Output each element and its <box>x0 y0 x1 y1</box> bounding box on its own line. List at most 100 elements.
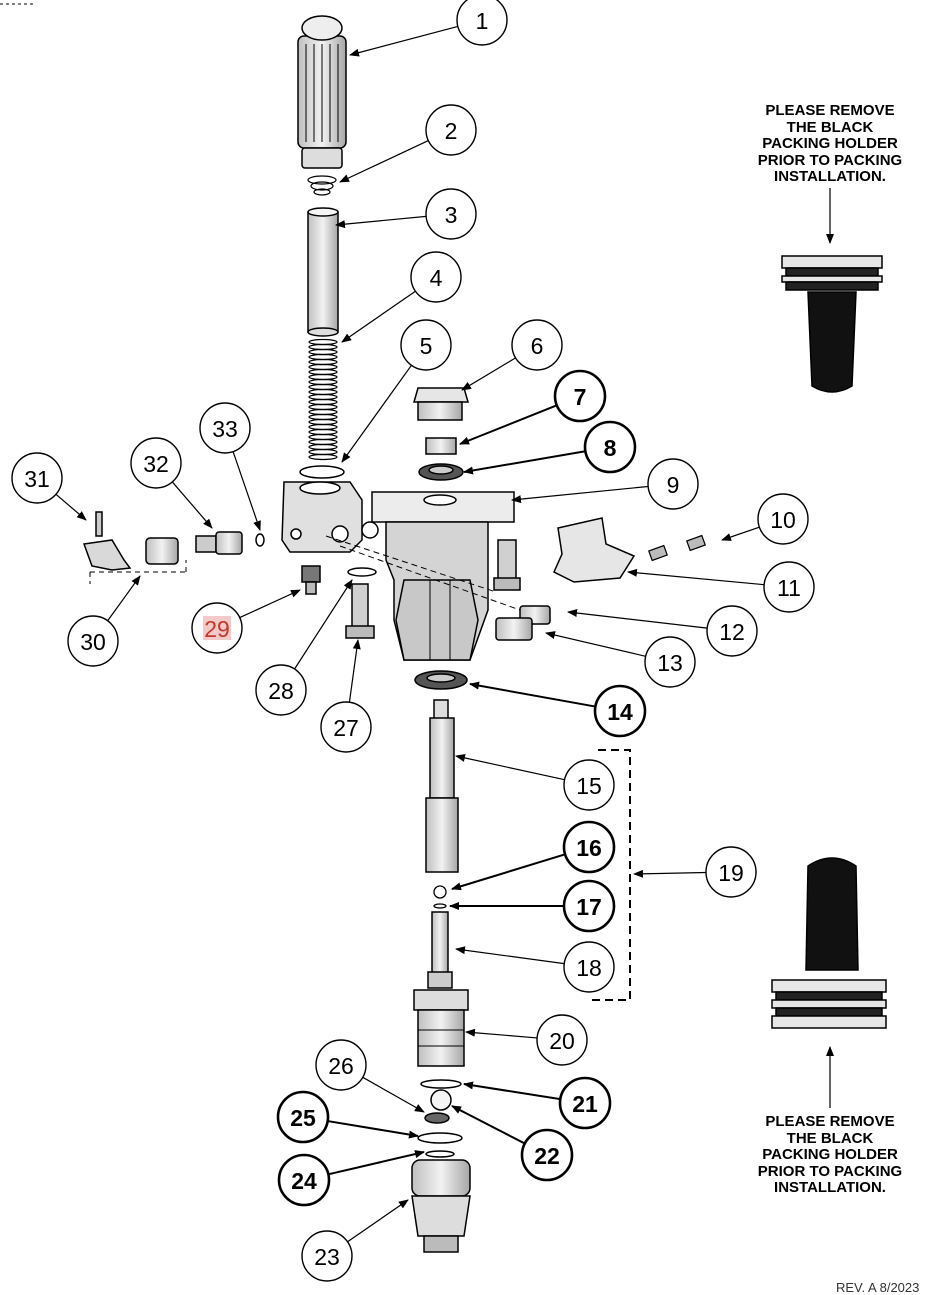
callout-number: 11 <box>777 575 801 601</box>
callout-13: 13 <box>545 631 696 688</box>
part-13-fitting <box>495 617 533 641</box>
callout-leader <box>451 853 566 891</box>
part-23-foot-valve <box>411 1159 471 1253</box>
packing-holder-top <box>781 255 883 393</box>
callout-leader <box>627 568 765 586</box>
callout-circle <box>410 251 462 303</box>
callout-2: 2 <box>339 104 477 183</box>
callout-leader <box>461 357 516 391</box>
callout-circle <box>644 636 696 688</box>
part-24-oring <box>425 1150 455 1158</box>
part-7-spacer <box>425 437 457 455</box>
callout-leader <box>347 1199 409 1243</box>
callout-leader <box>545 631 646 657</box>
callout-23: 23 <box>301 1199 409 1282</box>
callout-circle <box>301 1230 353 1282</box>
callout-3: 3 <box>335 188 477 240</box>
callout-leader <box>511 485 649 504</box>
callout-20: 20 <box>465 1014 588 1066</box>
callout-number: 30 <box>80 629 106 655</box>
callout-number: 5 <box>420 333 433 359</box>
part-33-oring <box>255 533 265 547</box>
callout-circle <box>536 1014 588 1066</box>
callout-30: 30 <box>67 575 141 667</box>
callout-leader <box>239 589 301 619</box>
callout-28: 28 <box>255 579 353 716</box>
callout-leader <box>335 215 427 229</box>
callout-leader <box>463 450 586 475</box>
callout-31: 31 <box>11 452 87 521</box>
callout-circle <box>757 493 809 545</box>
callout-leader <box>107 575 141 622</box>
callout-number: 27 <box>333 715 359 741</box>
callout-25: 25 <box>276 1090 419 1144</box>
callout-circle <box>320 701 372 753</box>
part-19-bracket-indicator <box>592 749 631 1001</box>
callout-leader <box>328 1150 425 1176</box>
callout-27: 27 <box>320 639 372 753</box>
part-31-pin <box>95 511 103 537</box>
callout-number: 15 <box>576 773 602 799</box>
callout-circle <box>562 820 616 874</box>
callout-number: 16 <box>576 835 602 861</box>
callout-number: 9 <box>667 472 680 498</box>
revision-label: REV. A 8/2023 <box>836 1280 920 1295</box>
part-17-oring <box>433 903 447 909</box>
callout-number: 20 <box>549 1028 575 1054</box>
callout-circle <box>593 684 647 738</box>
callout-number: 2 <box>445 118 458 144</box>
callout-number: 28 <box>268 678 294 704</box>
callout-number: 12 <box>719 619 745 645</box>
callout-circle <box>425 104 477 156</box>
part-16-ball <box>433 885 447 899</box>
callout-7: 7 <box>459 369 607 445</box>
callout-circle <box>520 1128 574 1182</box>
callout-circle <box>456 0 508 46</box>
part-5-oring <box>299 465 345 479</box>
part-2-spring-small <box>307 175 337 196</box>
part-1-handle <box>297 15 347 169</box>
callout-14: 14 <box>469 681 647 738</box>
callout-leader <box>451 1105 526 1145</box>
callout-circle <box>706 605 758 657</box>
callout-circle <box>255 664 307 716</box>
part-21-oring <box>420 1079 462 1089</box>
callout-10: 10 <box>721 493 809 545</box>
part-4-spring <box>308 338 338 461</box>
callout-circle <box>563 759 615 811</box>
part-25-oring <box>417 1132 463 1144</box>
callout-number: 32 <box>143 451 169 477</box>
callout-leader <box>348 639 361 703</box>
callout-circle <box>425 188 477 240</box>
part-30-trigger-assembly <box>82 537 187 584</box>
callout-leader <box>455 946 565 965</box>
part-32-valve <box>195 531 243 555</box>
part-3-tube <box>307 207 339 337</box>
callout-22: 22 <box>451 1105 574 1182</box>
callout-number: 19 <box>718 860 744 886</box>
callout-number: 21 <box>572 1091 598 1117</box>
part-10-screw <box>648 534 706 562</box>
packing-note-top: PLEASE REMOVE THE BLACK PACKING HOLDER P… <box>757 102 903 185</box>
part-26-seat <box>424 1112 450 1124</box>
part-22-ball <box>430 1089 452 1111</box>
callout-8: 8 <box>463 420 637 475</box>
callout-number: 17 <box>576 894 602 920</box>
callout-circle <box>315 1039 367 1091</box>
callout-17: 17 <box>449 879 616 933</box>
packing-note-bottom: PLEASE REMOVE THE BLACK PACKING HOLDER P… <box>757 1113 903 1196</box>
callout-26: 26 <box>315 1039 425 1113</box>
part-14-packing <box>414 670 468 690</box>
callout-number: 33 <box>212 416 238 442</box>
callout-circle <box>67 615 119 667</box>
callout-29: 29 <box>191 589 301 654</box>
part-11-bracket <box>553 517 636 583</box>
part-27-bolt <box>345 583 375 639</box>
callout-circle <box>277 1153 331 1207</box>
callout-circle <box>558 1076 612 1130</box>
callout-number: 7 <box>574 384 587 410</box>
callout-circle <box>276 1090 330 1144</box>
callout-leader <box>362 1076 425 1113</box>
callout-circle <box>763 561 815 613</box>
